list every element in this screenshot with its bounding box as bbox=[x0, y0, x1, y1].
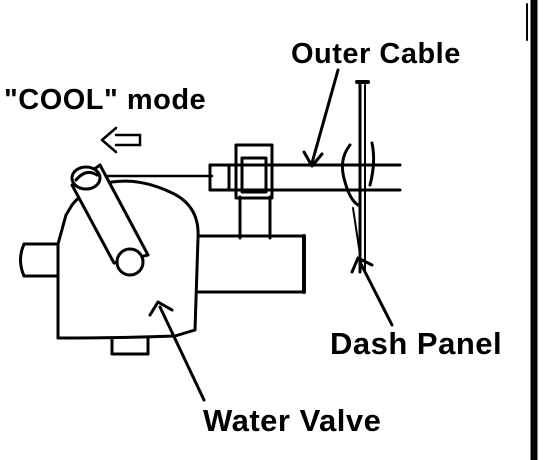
cool-direction-arrow bbox=[100, 126, 142, 154]
water-valve-leader-head bbox=[148, 300, 174, 317]
dash-panel-leader-head bbox=[350, 256, 374, 274]
cable-bracket bbox=[234, 143, 274, 240]
valve-lever bbox=[70, 163, 150, 277]
water-valve-leader bbox=[158, 305, 206, 402]
valve-bottom-nozzle bbox=[110, 332, 150, 356]
outer-cable-label: Outer Cable bbox=[291, 38, 461, 70]
outer-cable-leader bbox=[310, 68, 340, 165]
cool-mode-label: "COOL" mode bbox=[4, 84, 207, 116]
dash-panel-leader bbox=[358, 260, 394, 327]
water-valve-label: Water Valve bbox=[203, 403, 382, 438]
dash-panel bbox=[340, 80, 376, 274]
outer-cable bbox=[208, 163, 402, 192]
outer-cable-leader-head bbox=[302, 150, 324, 168]
dash-panel-label: Dash Panel bbox=[330, 326, 503, 361]
outlet-pipe bbox=[196, 234, 306, 294]
